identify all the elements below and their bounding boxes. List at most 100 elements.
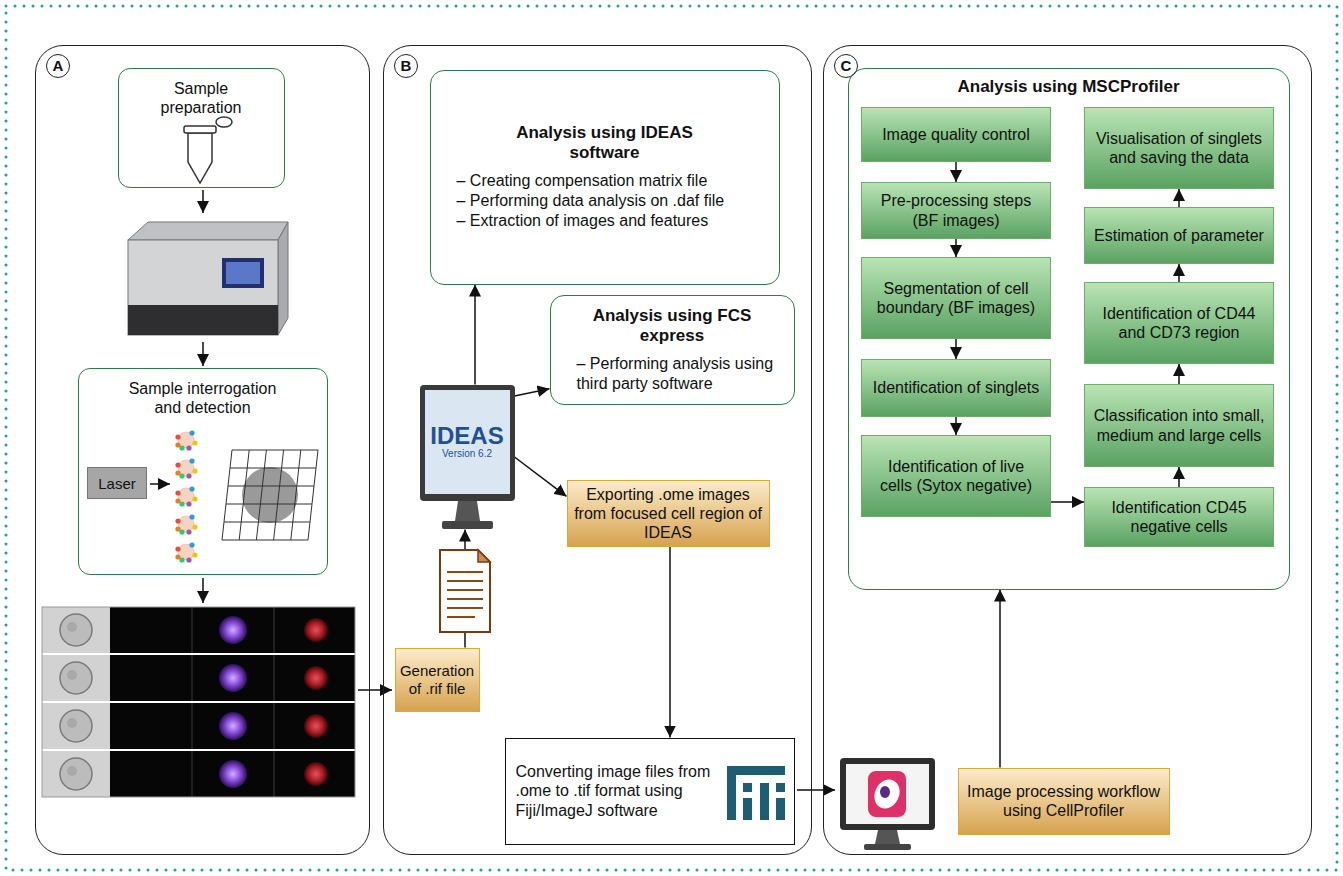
stained-cell: [175, 430, 197, 450]
flow-arrow: [1178, 467, 1180, 487]
cell-shape: [870, 775, 904, 812]
monitor-stand: [875, 830, 900, 844]
instrument-side: [278, 222, 288, 335]
tube-icon: [184, 117, 232, 183]
panel-frame: CAnalysis using MSCProfilerImage quality…: [823, 45, 1312, 855]
flow-arrows: [150, 190, 835, 790]
logo-bar: [776, 798, 785, 820]
box-label: Identification of live cells (Sytox nega…: [870, 457, 1042, 495]
box-label: Visualisation of singlets and saving the…: [1093, 129, 1265, 167]
box-label: IDEAS: [430, 423, 503, 448]
strip-frame: [42, 607, 355, 797]
flow-arrow: [1051, 501, 1084, 503]
box-label: Identification CD45 negative cells: [1093, 498, 1265, 536]
stained-cell: [175, 514, 197, 534]
box-label: Pre-processing steps (BF images): [870, 191, 1042, 229]
flow-arrow: [150, 483, 170, 485]
workflow-step-box: Image processing workflow using CellProf…: [958, 768, 1170, 835]
box-label: Estimation of parameter: [1094, 226, 1264, 245]
flow-arrow: [797, 789, 835, 791]
panel-letter: A: [46, 54, 70, 78]
box-label: Identification of CD44 and CD73 region: [1093, 304, 1265, 342]
document-lines: [447, 572, 483, 617]
fiji-logo: [727, 766, 785, 820]
image-row: [42, 607, 355, 653]
workflow-step: Identification CD45 negative cells: [1084, 487, 1274, 547]
detector-grid: [222, 450, 318, 540]
instrument-base: [128, 305, 278, 335]
monitor-screen: IDEASVersion 6.2: [420, 385, 515, 530]
app-icon: [868, 771, 906, 817]
monitor-bezel: [840, 758, 935, 830]
workflow-step: Image quality control: [861, 107, 1051, 162]
flow-arrow: [202, 342, 204, 366]
cellprofiler-monitor: [840, 758, 935, 850]
imaging-instrument: [128, 222, 288, 335]
stained-cell: [175, 458, 197, 478]
box-label: Converting image files from .ome to .tif…: [516, 762, 712, 820]
box-label: Identification of singlets: [873, 378, 1039, 397]
dotted-frame: [6, 6, 1337, 870]
box-label: Exporting .ome images from focused cell …: [574, 485, 763, 543]
flow-arrow: [669, 547, 671, 737]
laser-box: Laser: [87, 467, 147, 499]
tube-lid: [216, 117, 232, 127]
panel-letter: B: [394, 54, 418, 78]
image-row: [42, 751, 355, 797]
file-step-box: Generation of .rif file: [395, 648, 480, 712]
logo-bar: [743, 783, 752, 792]
workflow-step: Visualisation of singlets and saving the…: [1084, 107, 1274, 189]
workflow-step: Segmentation of cell boundary (BF images…: [861, 257, 1051, 339]
monitor-bezel: [420, 385, 515, 501]
nucleus-shape: [880, 786, 890, 798]
cell-image-strip: [42, 607, 355, 797]
cell-stream: [175, 430, 197, 562]
stained-cell: [175, 486, 197, 506]
flow-arrow: [955, 339, 957, 359]
box-label: Sample interrogation and detection: [118, 379, 288, 417]
box-label: Classification into small, medium and la…: [1093, 406, 1265, 444]
instrument-screen: [222, 258, 264, 288]
box-label: Segmentation of cell boundary (BF images…: [870, 279, 1042, 317]
panel-frame: BAnalysis using IDEAS software– Creating…: [383, 45, 812, 855]
flow-arrow: [1178, 264, 1180, 282]
box-label: Image quality control: [882, 125, 1030, 144]
logo-bar: [776, 783, 785, 792]
workflow-step: Identification of singlets: [861, 359, 1051, 417]
instrument-top: [128, 222, 288, 240]
grid-lines: [222, 450, 318, 540]
bullet-text: – Extraction of images and features: [443, 211, 767, 231]
box-label: Sample preparation: [141, 79, 261, 117]
logo-bar: [743, 798, 752, 820]
box-label: Generation of .rif file: [400, 662, 474, 698]
panel-letter: C: [834, 54, 858, 78]
box-label: Image processing workflow using CellProf…: [965, 782, 1163, 820]
flow-arrow: [1178, 364, 1180, 384]
box-heading: Analysis using MSCProfiler: [958, 77, 1180, 97]
flow-arrow: [1178, 189, 1180, 207]
monitor-stand: [455, 501, 480, 521]
monitor-screen: [846, 764, 929, 824]
workflow-step: Identification of CD44 and CD73 region: [1084, 282, 1274, 364]
box-label: Version 6.2: [442, 448, 492, 460]
monitor-screen: [425, 390, 510, 494]
tube-cap: [184, 126, 216, 133]
software-box: Analysis using FCS express– Performing a…: [550, 295, 795, 406]
flow-arrow: [515, 389, 550, 396]
workflow-step: Pre-processing steps (BF images): [861, 182, 1051, 239]
image-row: [42, 655, 355, 701]
workflow-group: Analysis using MSCProfilerImage quality …: [848, 68, 1290, 590]
document-page: [440, 550, 490, 632]
bullet-text: – Performing data analysis on .daf file: [443, 191, 767, 211]
image-row: [42, 703, 355, 749]
logo-bar: [727, 766, 785, 775]
file-step-box: Exporting .ome images from focused cell …: [567, 480, 770, 548]
flow-arrow: [474, 285, 476, 385]
step-box: Sample preparation: [118, 68, 285, 188]
flow-arrow: [999, 590, 1001, 768]
flow-arrow: [202, 190, 204, 213]
flow-arrow: [202, 578, 204, 603]
bullet-text: – Performing analysis using third party …: [563, 354, 782, 394]
tube-body: [188, 133, 212, 183]
document-icon: [440, 550, 490, 632]
